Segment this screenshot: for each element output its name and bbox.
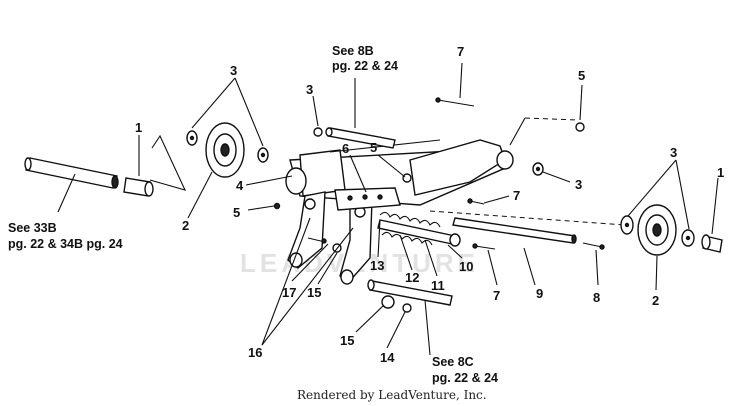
see-33b-line1: See 33B (8, 221, 57, 235)
callout-17: 17 (282, 285, 296, 300)
callout-7-bottom: 7 (493, 288, 500, 303)
left-dash-path (149, 134, 187, 191)
callout-8: 8 (593, 290, 600, 305)
see-8b-line2: pg. 22 & 24 (332, 59, 398, 73)
long-axle-rod-9 (452, 217, 577, 244)
see-8c-line2: pg. 22 & 24 (432, 371, 498, 385)
callout-4: 4 (236, 178, 244, 193)
callout-1-right: 1 (717, 165, 724, 180)
leader-lines (57, 62, 719, 356)
callout-5-left: 5 (233, 205, 240, 220)
callout-6: 6 (342, 141, 349, 156)
left-idler-wheel (205, 122, 245, 178)
bolts (307, 97, 605, 250)
callout-7-mid: 7 (513, 188, 520, 203)
dash-axle-right (429, 210, 626, 226)
lower-pin-8c (367, 279, 453, 306)
lead-nut-right (509, 117, 526, 146)
callout-5-top: 5 (578, 68, 585, 83)
callout-5-mid: 5 (370, 140, 377, 155)
right-idler-wheel (637, 204, 677, 256)
callout-11: 11 (431, 278, 445, 293)
upper-arm (409, 139, 514, 196)
callout-3-mid: 3 (306, 82, 313, 97)
callout-2-right: 2 (652, 293, 659, 308)
left-axle-rod (24, 157, 119, 189)
callout-3-left: 3 (230, 63, 237, 78)
see-8b-line1: See 8B (332, 44, 374, 58)
callout-14: 14 (380, 350, 395, 365)
callout-1-left: 1 (135, 120, 142, 135)
see-8c-line1: See 8C (432, 355, 474, 369)
right-washers (532, 162, 695, 247)
callout-3-right-mid: 3 (575, 177, 582, 192)
callout-12: 12 (405, 270, 419, 285)
nuts (273, 122, 585, 313)
callout-13: 13 (370, 258, 384, 273)
dash-nut-right (524, 117, 579, 121)
callout-3-right-top: 3 (670, 145, 677, 160)
link-bracket (334, 187, 401, 211)
left-link-plate (287, 191, 326, 269)
callout-9: 9 (536, 286, 543, 301)
right-bushing (701, 234, 723, 253)
spring-rod (377, 219, 461, 247)
footer-credit: Rendered by LeadVenture, Inc. (297, 388, 487, 402)
left-washers (186, 130, 269, 163)
see-33b-line2: pg. 22 & 34B pg. 24 (8, 237, 123, 251)
pivot-rod-8b (325, 127, 396, 149)
left-bushing (123, 177, 154, 197)
callout-15-top: 15 (307, 285, 321, 300)
callout-16: 16 (248, 345, 262, 360)
callout-15-bottom: 15 (340, 333, 354, 348)
callout-10: 10 (459, 259, 473, 274)
callout-2-left: 2 (182, 218, 189, 233)
callout-7-top: 7 (457, 44, 464, 59)
